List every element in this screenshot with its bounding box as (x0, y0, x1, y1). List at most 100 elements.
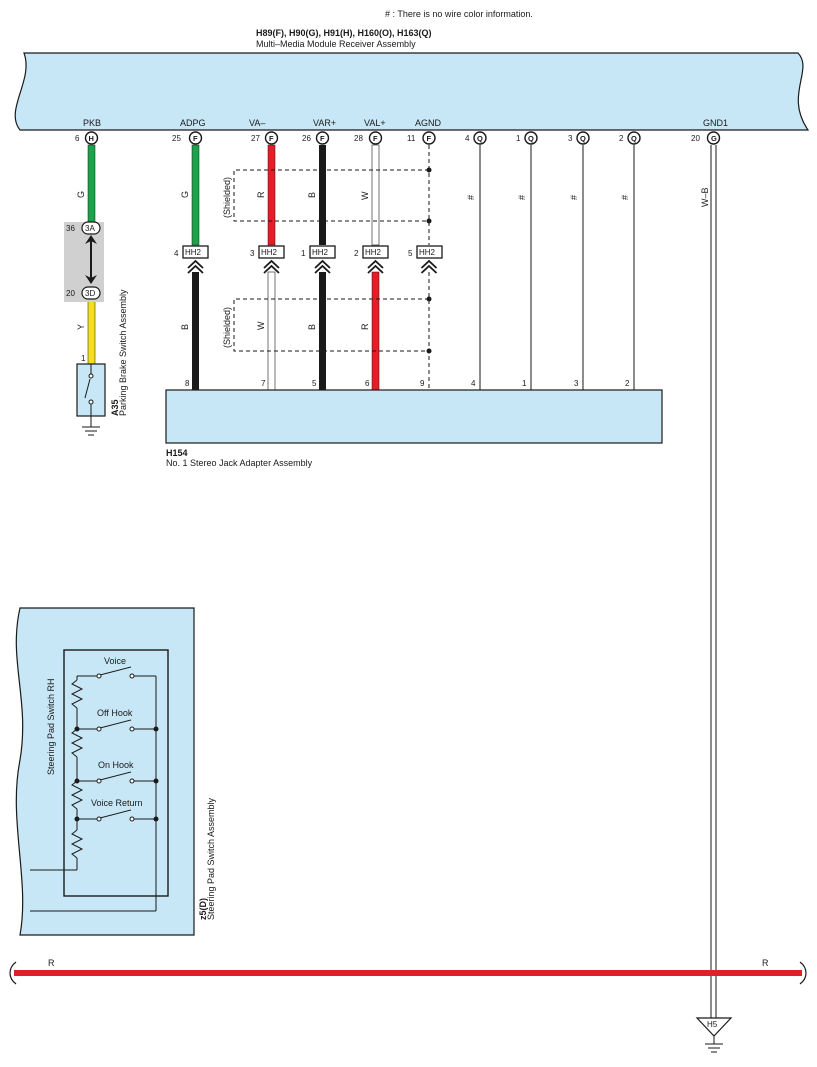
steering-pad-circuit (30, 666, 157, 912)
ground-h5-icon (705, 1036, 723, 1053)
switch-label-on-hook: On Hook (98, 760, 134, 770)
hh2-chevrons (187, 259, 438, 274)
wire-label-q2-hash: # (620, 195, 630, 200)
jack-pin-6: 6 (365, 379, 370, 388)
conn-letter-q2: Q (631, 134, 637, 143)
hh2-connectors (182, 245, 443, 259)
junction-3a-code: 3A (85, 224, 95, 233)
wire-val-red (371, 271, 380, 391)
shield-lower (233, 298, 429, 352)
wire-bottom-red (14, 970, 802, 976)
wire-pkb-green (87, 144, 96, 224)
wire-label-val-r: R (360, 323, 370, 330)
jack-pin-2: 2 (625, 379, 630, 388)
wire-label-bottom-right: R (762, 958, 769, 968)
junction-3a-pill (81, 221, 101, 235)
junction-3d-pin: 20 (66, 289, 75, 298)
jack-pin-8: 8 (185, 379, 190, 388)
hh2-code-agnd: HH2 (419, 248, 436, 257)
conn-letter-adpg: F (193, 134, 198, 143)
wire-adpg-green (191, 144, 200, 246)
terminal-pin-3q: 3 (568, 134, 573, 143)
wire-label-var-b-lower: B (307, 324, 317, 330)
hh2-pin-va: 3 (250, 249, 255, 258)
wire-bottom-left-cap (9, 961, 17, 985)
hh2-pin-var: 1 (301, 249, 306, 258)
parking-brake-pin: 1 (81, 354, 86, 363)
hh2-pin-adpg: 4 (174, 249, 179, 258)
junction-arrow-down (85, 275, 97, 284)
terminal-connectors (84, 131, 721, 145)
wire-va-red (267, 144, 276, 246)
wire-label-adpg-b: B (180, 324, 190, 330)
conn-letter-q4: Q (477, 134, 483, 143)
terminal-pin-4q: 4 (465, 134, 470, 143)
ground-point-h5-triangle (695, 1017, 733, 1037)
jack-pin-3: 3 (574, 379, 579, 388)
switch-label-off-hook: Off Hook (97, 708, 133, 718)
wire-label-var-b-upper: B (307, 192, 317, 198)
terminal-pin-2q: 2 (619, 134, 624, 143)
conn-letter-q3: Q (580, 134, 586, 143)
wire-va-white (267, 271, 276, 391)
jack-adapter-body (165, 389, 663, 444)
terminal-pin-11: 11 (407, 134, 416, 143)
shield-lower-dot-top (426, 296, 432, 302)
parking-brake-switch (84, 364, 94, 427)
hh2-code-va: HH2 (261, 248, 278, 257)
wire-label-adpg-g: G (180, 191, 190, 198)
conn-letter-agnd: F (427, 134, 432, 143)
terminal-pin-27: 27 (251, 134, 260, 143)
receiver-codes: H89(F), H90(G), H91(H), H160(O), H163(Q) (256, 28, 432, 38)
conn-letter-pkb: H (89, 134, 94, 143)
junction-3d-pill (81, 286, 101, 300)
terminal-label-va-minus: VA– (249, 118, 265, 128)
parking-brake-code: A35 (110, 399, 120, 416)
receiver-body (14, 52, 810, 131)
terminal-pin-6: 6 (75, 134, 80, 143)
wire-label-bottom-left: R (48, 958, 55, 968)
junction-3d-code: 3D (85, 289, 95, 298)
jack-pin-4: 4 (471, 379, 476, 388)
terminal-label-val-plus: VAL+ (364, 118, 386, 128)
wire-label-q3-hash: # (569, 195, 579, 200)
shield-lower-label: (Shielded) (222, 307, 232, 348)
wire-label-pkb-y: Y (76, 324, 86, 330)
steering-pad-contacts (96, 673, 135, 822)
terminal-label-adpg: ADPG (180, 118, 206, 128)
shield-upper-dot-bottom (426, 218, 432, 224)
parking-brake-ground-icon (82, 426, 100, 436)
wire-pkb-yellow (87, 298, 96, 365)
parking-brake-name: Parking Brake Switch Assembly (118, 289, 128, 416)
terminal-label-pkb: PKB (83, 118, 101, 128)
switch-label-voice: Voice (104, 656, 126, 666)
wire-label-gnd-wb: W–B (700, 187, 710, 207)
terminal-pin-25: 25 (172, 134, 181, 143)
junction-arrow-up (85, 235, 97, 244)
steering-pad-body (15, 607, 195, 936)
receiver-name: Multi–Media Module Receiver Assembly (256, 39, 416, 49)
shield-upper-label: (Shielded) (222, 177, 232, 218)
wire-label-val-w: W (360, 191, 370, 200)
steering-pad-inner-box (63, 649, 169, 897)
terminal-pin-28: 28 (354, 134, 363, 143)
jack-adapter-code: H154 (166, 448, 188, 458)
conn-letter-gnd: G (711, 134, 717, 143)
terminal-pin-20g: 20 (691, 134, 700, 143)
jack-pin-7: 7 (261, 379, 266, 388)
wire-val-white (371, 144, 380, 246)
wire-label-va-w: W (256, 321, 266, 330)
conn-letter-var: F (320, 134, 325, 143)
shield-upper (233, 169, 429, 222)
terminal-pin-1q: 1 (516, 134, 521, 143)
wire-label-va-r: R (256, 191, 266, 198)
hh2-pin-val: 2 (354, 249, 359, 258)
steering-pad-junctions (74, 726, 159, 822)
steering-pad-code: z5(D) (198, 898, 208, 920)
hh2-code-val: HH2 (365, 248, 382, 257)
wire-label-q1-hash: # (517, 195, 527, 200)
ground-point-h5-label: H5 (707, 1020, 718, 1029)
hh2-code-adpg: HH2 (185, 248, 202, 257)
steering-pad-name: Steering Pad Switch Assembly (206, 797, 216, 920)
